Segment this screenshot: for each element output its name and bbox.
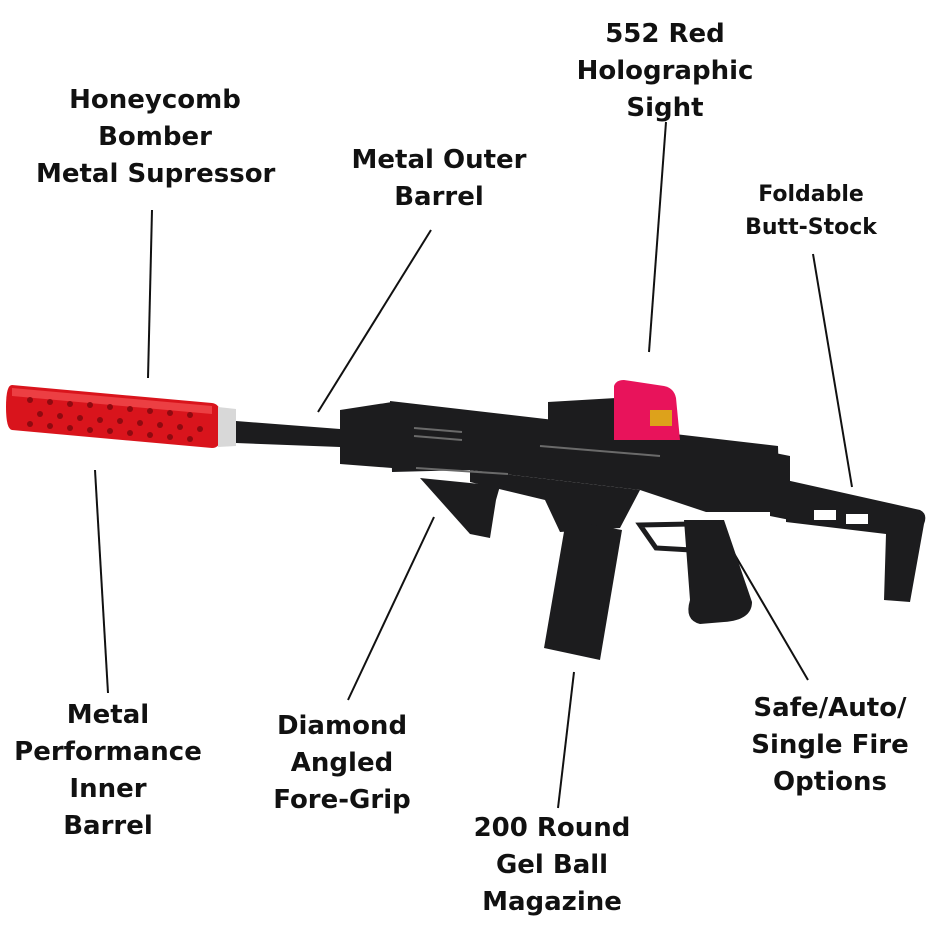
label-line: Safe/Auto/	[753, 693, 907, 723]
label-line: 552 Red	[605, 19, 725, 49]
label-suppressor: Honeycomb Bomber Metal Supressor	[36, 82, 276, 193]
leader-line-sight	[648, 121, 667, 353]
label-line: Diamond	[276, 711, 408, 741]
label-line: Metal Outer	[351, 145, 527, 175]
leader-line-inner-barrel	[94, 469, 109, 694]
label-stock: Foldable Butt-Stock	[736, 178, 886, 244]
label-line: Holographic	[576, 56, 754, 86]
label-line: Angled	[290, 748, 394, 778]
leader-line-outer-barrel	[317, 229, 432, 413]
leader-line-suppressor	[147, 209, 153, 379]
receiver-details	[413, 427, 661, 475]
label-line: Metal	[66, 700, 150, 730]
label-line: Foldable	[758, 182, 864, 207]
label-line: Metal Supressor	[36, 159, 276, 189]
label-line: Bomber	[98, 122, 212, 152]
label-line: 200 Round	[473, 813, 631, 843]
label-sight: 552 Red Holographic Sight	[572, 16, 758, 127]
label-line: Barrel	[394, 182, 484, 212]
label-line: Butt-Stock	[745, 215, 877, 240]
label-line: Honeycomb	[69, 85, 241, 115]
leader-lines	[94, 121, 853, 809]
label-line: Fore-Grip	[273, 785, 411, 815]
label-line: Gel Ball	[495, 850, 609, 880]
label-fire-modes: Safe/Auto/ Single Fire Options	[740, 690, 920, 801]
leader-line-foregrip	[347, 516, 435, 701]
label-line: Single Fire	[751, 730, 909, 760]
label-foregrip: Diamond Angled Fore-Grip	[266, 708, 418, 819]
label-line: Options	[773, 767, 887, 797]
label-line: Inner	[69, 774, 147, 804]
leader-line-magazine	[557, 671, 575, 809]
label-magazine: 200 Round Gel Ball Magazine	[468, 810, 636, 921]
leader-line-stock	[812, 253, 853, 488]
label-line: Barrel	[63, 811, 153, 841]
stock-cutouts	[814, 510, 868, 524]
outer-barrel	[236, 421, 340, 447]
suppressor	[6, 385, 236, 448]
label-line: Sight	[626, 93, 704, 123]
label-outer-barrel: Metal Outer Barrel	[346, 142, 532, 216]
label-line: Performance	[14, 737, 202, 767]
label-inner-barrel: Metal Performance Inner Barrel	[6, 697, 210, 845]
label-line: Magazine	[482, 887, 622, 917]
holographic-sight	[548, 380, 680, 440]
